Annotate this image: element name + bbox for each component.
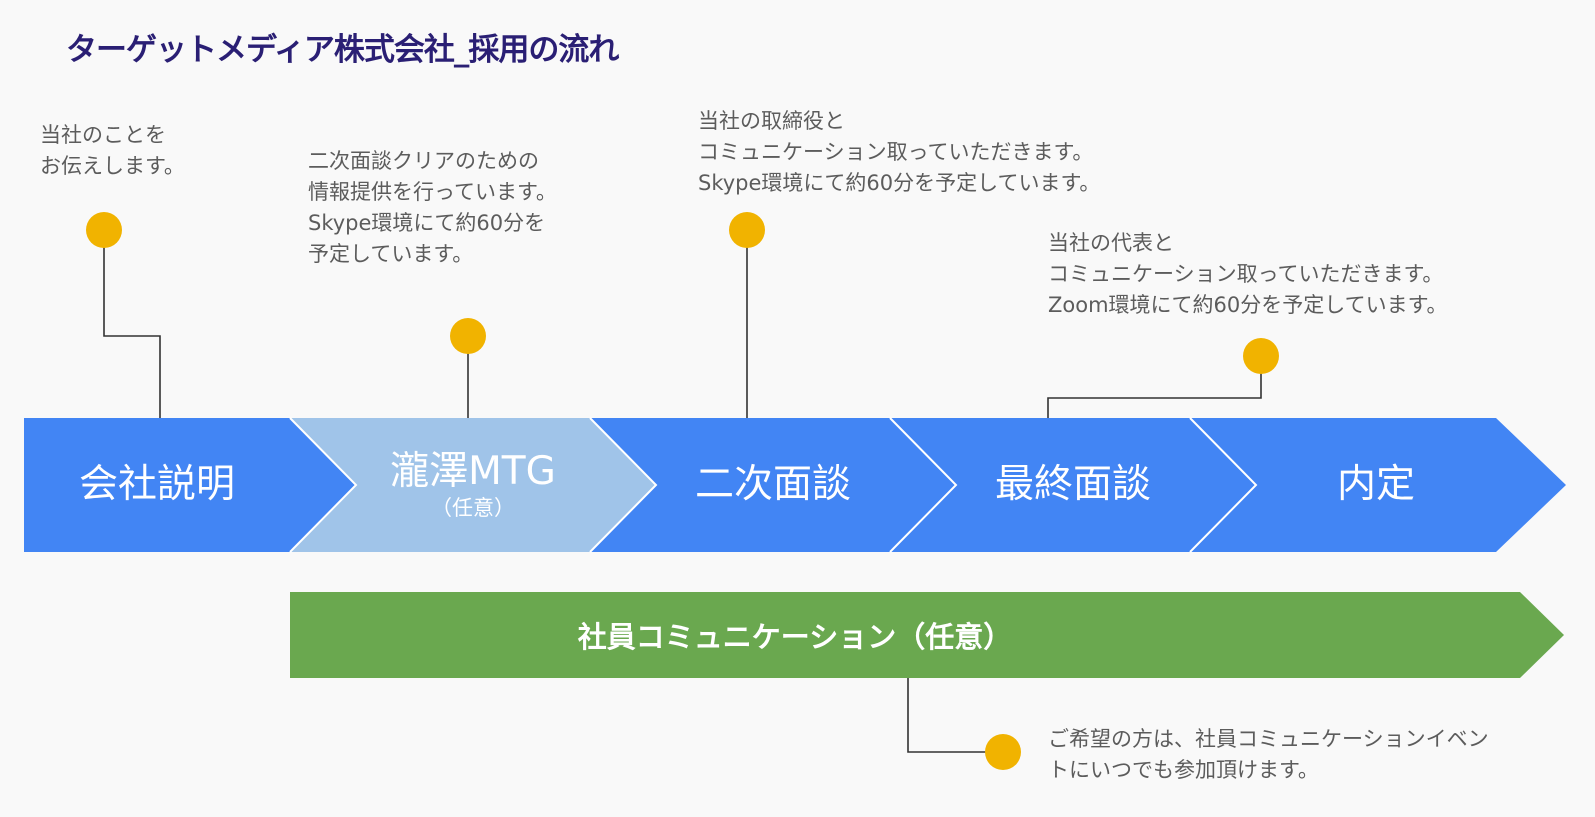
step-label: 内定 (1336, 462, 1415, 507)
note-employee-communication: ご希望の方は、社員コミュニケーションイベン トにいつでも参加頂けます。 (1048, 727, 1489, 782)
marker-second-interview (729, 212, 765, 248)
employee-communication-band-shape (290, 592, 1564, 678)
step-divider (589, 417, 658, 553)
step-divider (1189, 417, 1258, 553)
employee-communication-band-label: 社員コミュニケーション（任意） (577, 620, 1013, 654)
step-divider (289, 417, 358, 553)
step-shape-final-interview (890, 418, 1256, 552)
step-label: 会社説明 (78, 462, 235, 507)
connector-employee-communication (907, 678, 1003, 753)
step-final-interview: 最終面談 (956, 418, 1190, 552)
step-shape-second-interview (590, 418, 956, 552)
step-second-interview: 二次面談 (656, 418, 890, 552)
note-company-briefing: 当社のことを お伝えします。 (40, 123, 185, 178)
marker-company-briefing (86, 212, 122, 248)
step-offer: 内定 (1256, 418, 1496, 552)
step-company-briefing: 会社説明 (24, 418, 290, 552)
step-label: 瀧澤MTG (390, 449, 556, 494)
marker-employee-communication (985, 734, 1021, 770)
note-takizawa-mtg: 二次面談クリアのための 情報提供を行っています。 Skype環境にて約60分を … (308, 149, 557, 266)
step-shape-offer (1190, 418, 1566, 552)
step-label: 二次面談 (694, 462, 851, 507)
note-final-interview: 当社の代表と コミュニケーション取っていただきます。 Zoom環境にて約60分を… (1048, 231, 1448, 317)
step-divider (889, 417, 958, 553)
marker-takizawa-mtg (450, 318, 486, 354)
marker-final-interview (1243, 338, 1279, 374)
step-takizawa-mtg: 瀧澤MTG （任意） (356, 418, 590, 552)
step-label: 最終面談 (994, 462, 1151, 507)
page-title: ターゲットメディア株式会社_採用の流れ (66, 32, 619, 68)
connector-final-interview (1047, 356, 1262, 418)
step-shape-company-briefing (24, 418, 356, 552)
note-second-interview: 当社の取締役と コミュニケーション取っていただきます。 Skype環境にて約60… (698, 109, 1101, 195)
step-shape-takizawa-mtg (290, 418, 656, 552)
step-sublabel: （任意） (431, 496, 515, 520)
connector-company-briefing (103, 228, 161, 418)
